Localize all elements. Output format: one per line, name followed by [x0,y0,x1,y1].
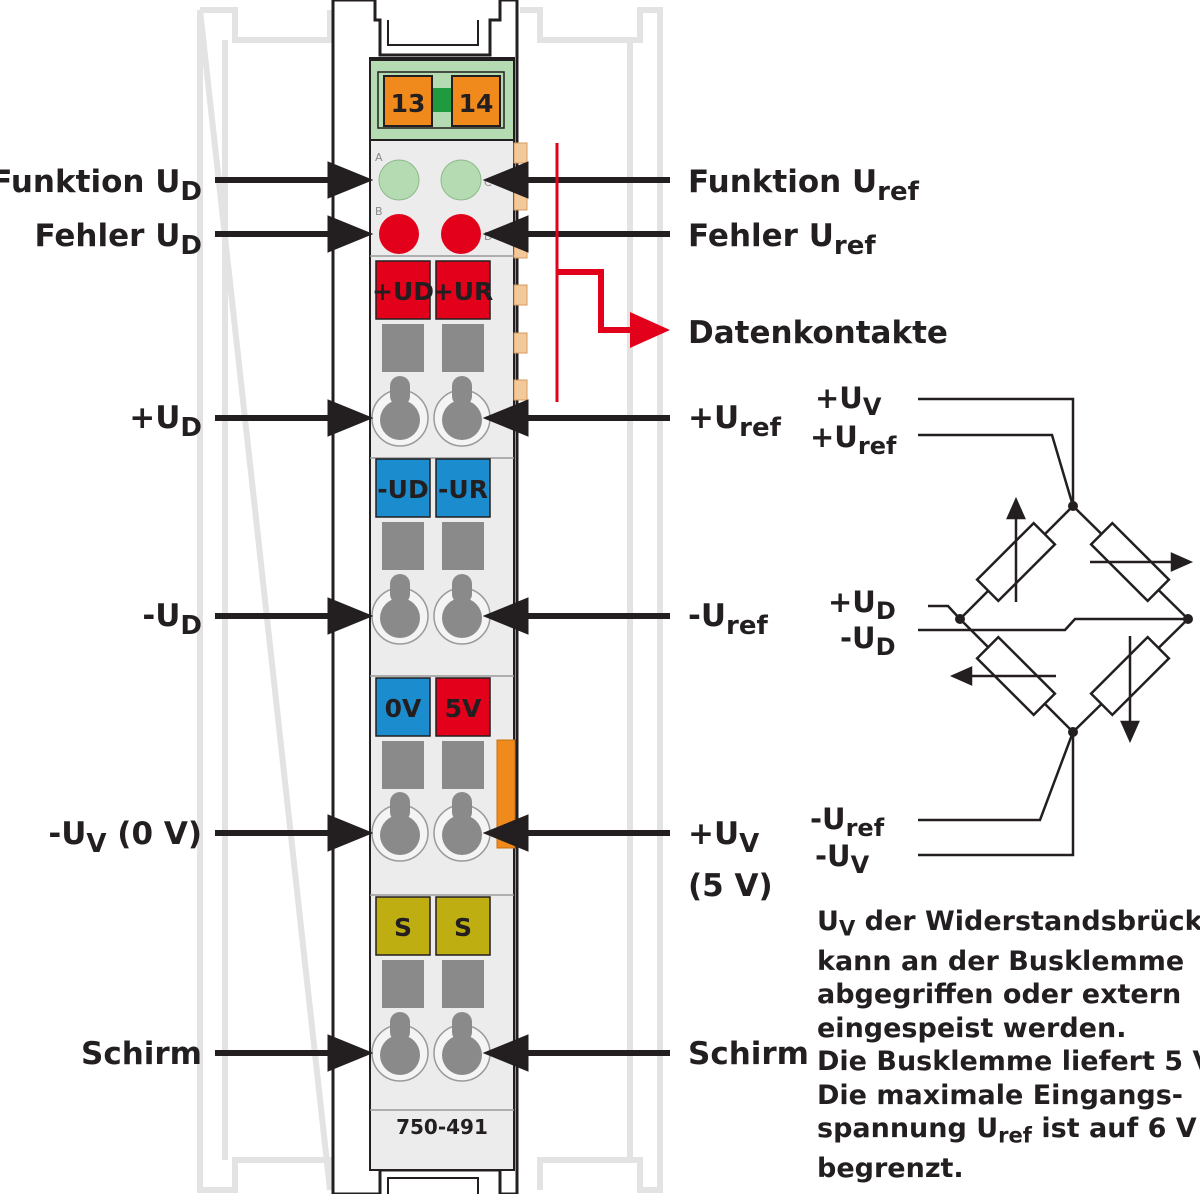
bridge-label-plus-ud: +UD [828,585,896,625]
tag-minus-ur: -UR [435,458,491,518]
svg-text:-UD: -UD [377,475,428,504]
label-schirm-left: Schirm [81,1036,202,1072]
model-number: 750-491 [396,1115,488,1139]
svg-text:13: 13 [391,89,426,118]
note-line-3: abgegriffen oder extern [817,979,1182,1011]
svg-text:0V: 0V [385,694,422,723]
label-minus-ud: -UD [142,598,202,641]
label-plus-uref: +Uref [688,400,782,443]
tag-shield-left: S [375,896,431,956]
label-plus-ud: +UD [129,400,202,443]
led-error-uref [441,214,481,254]
bridge-label-minus-uref: -Uref [810,802,885,842]
tag-0v: 0V [375,677,431,737]
tag-plus-ur: +UR [433,260,494,320]
led-function-ud [378,159,420,201]
bridge-label-minus-ud: -UD [840,621,896,661]
note-line-8: begrenzt. [817,1153,964,1184]
svg-text:5V: 5V [445,694,482,723]
svg-text:14: 14 [459,89,494,118]
tag-shield-right: S [435,896,491,956]
led-error-ud [379,214,419,254]
wheatstone-bridge [918,397,1194,857]
din-rail-outline [197,7,663,1193]
svg-text:+UD: +UD [372,277,434,306]
label-plus-uv-5v: (5 V) [688,868,773,904]
label-datenkontakte: Datenkontakte [688,315,948,351]
label-minus-uref: -Uref [688,598,769,641]
tag-5v: 5V [435,677,491,737]
svg-text:-UR: -UR [438,475,488,504]
tag-minus-ud: -UD [375,458,431,518]
label-funktion-ud: Funktion UD [0,164,202,207]
svg-text:B: B [375,205,383,218]
right-arrows [482,161,670,1072]
note-line-4: eingespeist werden. [817,1012,1127,1044]
label-plus-uv: +UV [688,816,759,859]
label-fehler-uref: Fehler Uref [688,218,876,261]
label-minus-uv: -UV (0 V) [48,816,202,859]
left-arrows [215,161,374,1072]
bridge-label-plus-uv: +UV [815,381,882,421]
note-line-7: spannung Uref ist auf 6 V [817,1113,1197,1148]
terminal-14: 14 [451,75,501,127]
note-line-6: Die maximale Eingangs- [817,1079,1184,1111]
bridge-label-minus-uv: -UV [815,839,870,879]
bridge-label-plus-uref: +Uref [810,420,897,460]
svg-text:S: S [454,913,472,942]
led-letters: A C B D [375,151,492,243]
note-line-1: UV der Widerstandsbrücke [817,906,1200,941]
svg-text:S: S [394,913,412,942]
note-line-5: Die Busklemme liefert 5 V. [817,1046,1200,1078]
tag-plus-ud: +UD [372,260,434,320]
label-schirm-right: Schirm [688,1036,809,1072]
led-function-uref [440,159,482,201]
svg-text:A: A [375,151,383,164]
terminal-13: 13 [383,75,433,127]
note-line-2: kann an der Busklemme [817,945,1185,977]
release-slots [382,324,484,1008]
svg-text:C: C [484,176,492,189]
bridge-note: UV der Widerstandsbrücke kann an der Bus… [817,905,1200,1186]
label-fehler-ud: Fehler UD [34,218,202,261]
label-funktion-uref: Funktion Uref [688,164,920,207]
housing-dividers [370,255,514,1111]
svg-text:+UR: +UR [433,277,494,306]
data-contacts-arrow [555,143,670,402]
power-jumper-contact [496,739,516,849]
svg-text:D: D [484,230,492,243]
